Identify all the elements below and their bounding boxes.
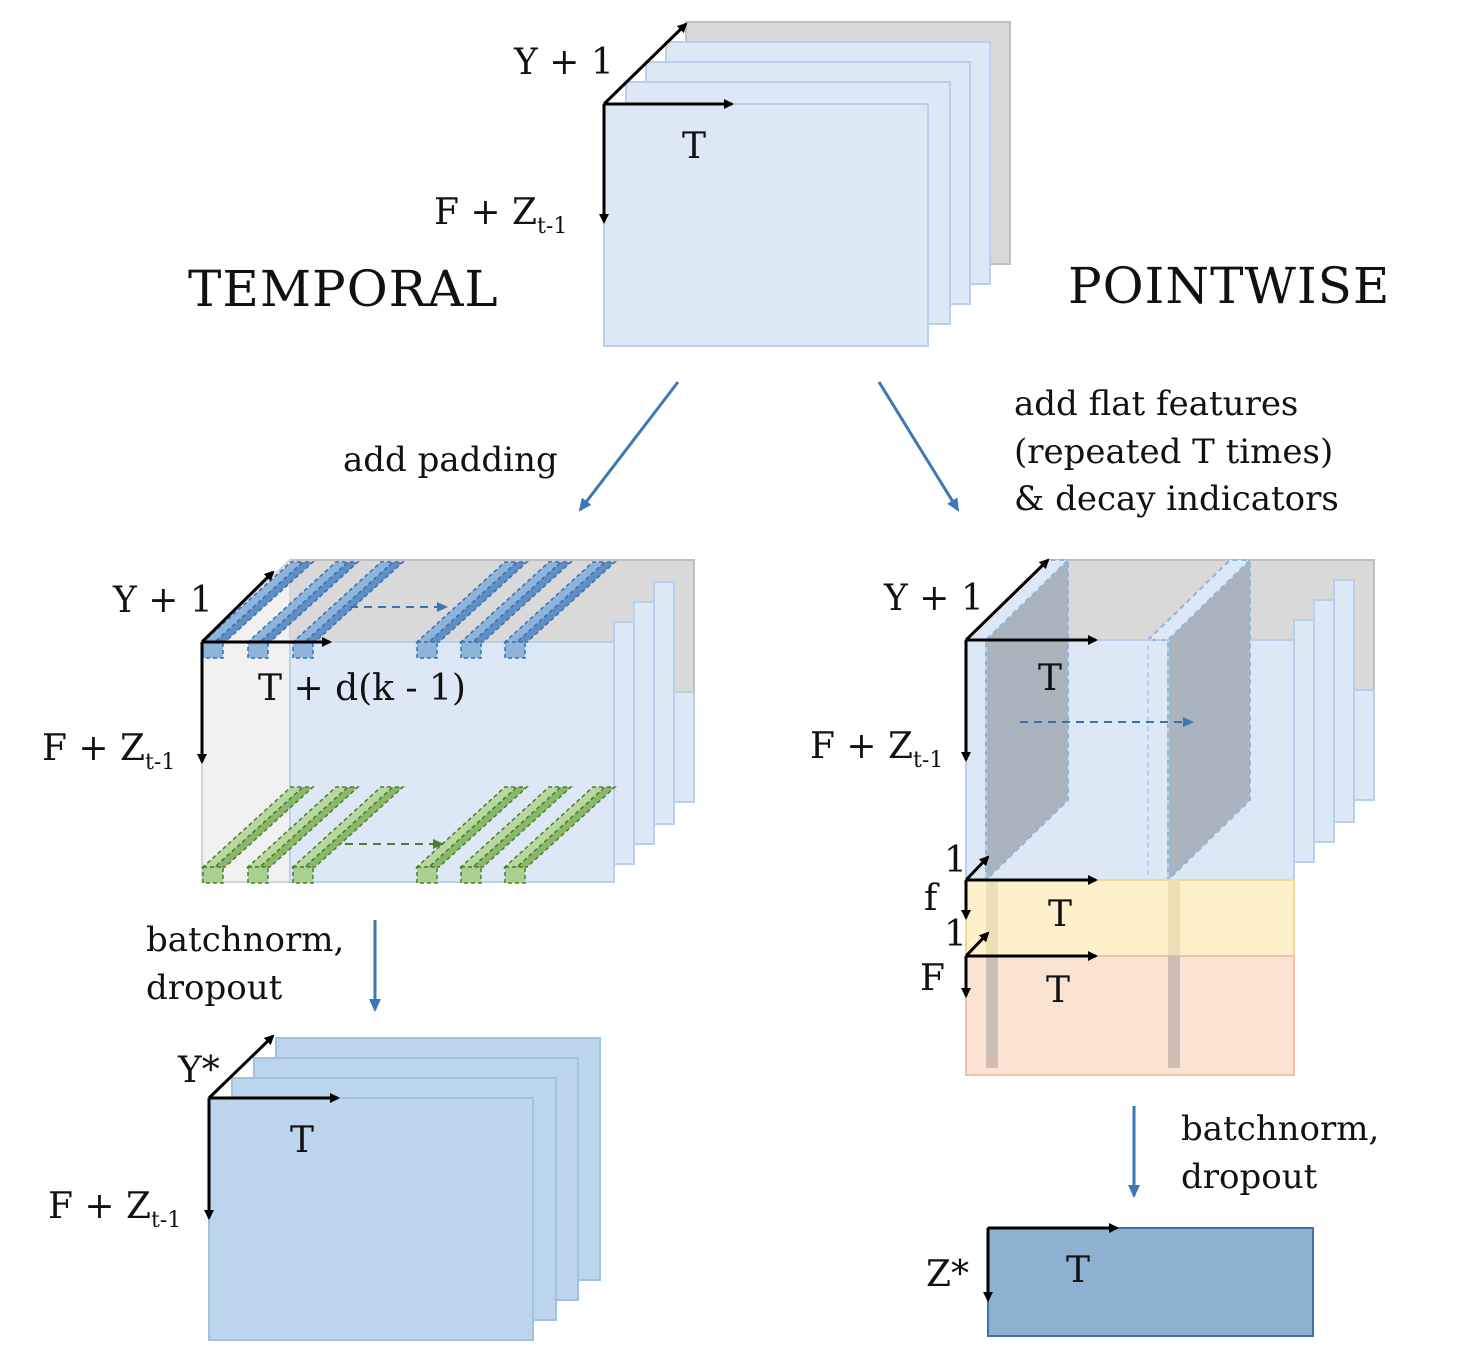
- to-temporal-arrow: [578, 381, 680, 512]
- pointwise-output-axis-z-label: Z*: [926, 1254, 969, 1295]
- flat-features-block: [965, 879, 1295, 957]
- input-tensor: [603, 21, 1011, 347]
- pointwise-axis-f-label: F + Zt-1: [810, 726, 943, 773]
- input-axes: [599, 22, 734, 224]
- decay-depth-label: 1: [944, 914, 967, 955]
- decay-t-label: T: [1046, 970, 1070, 1011]
- temporal-axis-f-label: F + Zt-1: [42, 728, 175, 775]
- decay-indicators-block: [965, 955, 1295, 1076]
- to-pointwise-arrow: [877, 381, 960, 512]
- temporal-output-tensor: [208, 1037, 601, 1341]
- temporal-padded-tensor: [201, 557, 695, 883]
- temporal-output-axis-t-label: T: [290, 1120, 314, 1161]
- temporal-norm-line1: batchnorm,: [146, 920, 344, 960]
- pointwise-output-axis-t-label: T: [1066, 1250, 1090, 1291]
- input-axis-f-label: F + Zt-1: [434, 192, 567, 239]
- pointwise-axes: [961, 558, 1098, 762]
- temporal-output-axis-y-label: Y*: [177, 1050, 220, 1091]
- flat-axis-label: f: [924, 878, 940, 919]
- pointwise-norm-line1: batchnorm,: [1181, 1109, 1379, 1149]
- flat-features-axes: [961, 855, 1098, 920]
- pointwise-norm-line2: dropout: [1181, 1157, 1318, 1197]
- temporal-axes: [197, 570, 332, 764]
- add-padding-label: add padding: [343, 440, 558, 480]
- temporal-output-axes: [204, 1034, 340, 1220]
- input-axis-t-label: T: [682, 126, 706, 167]
- temporal-norm-line2: dropout: [146, 968, 283, 1008]
- temporal-title: TEMPORAL: [188, 260, 499, 318]
- pointwise-step-line2: (repeated T times): [1014, 432, 1333, 472]
- input-axis-y-label: Y + 1: [513, 42, 614, 83]
- flat-t-label: T: [1048, 894, 1072, 935]
- pointwise-title: POINTWISE: [1068, 257, 1390, 315]
- pointwise-output-axes: [983, 1223, 1119, 1302]
- pointwise-output-tensor: [987, 1227, 1314, 1337]
- decay-axes: [961, 931, 1098, 998]
- pointwise-axis-y-label: Y + 1: [883, 578, 984, 619]
- flat-depth-label: 1: [944, 840, 967, 881]
- pointwise-step-line1: add flat features: [1014, 384, 1298, 424]
- temporal-axis-t-label: T + d(k - 1): [258, 668, 466, 709]
- decay-axis-label: F: [920, 958, 945, 999]
- pointwise-step-line3: & decay indicators: [1014, 479, 1339, 519]
- temporal-axis-y-label: Y + 1: [112, 580, 213, 621]
- pointwise-axis-t-label: T: [1038, 658, 1062, 699]
- temporal-output-axis-f-label: F + Zt-1: [48, 1186, 181, 1233]
